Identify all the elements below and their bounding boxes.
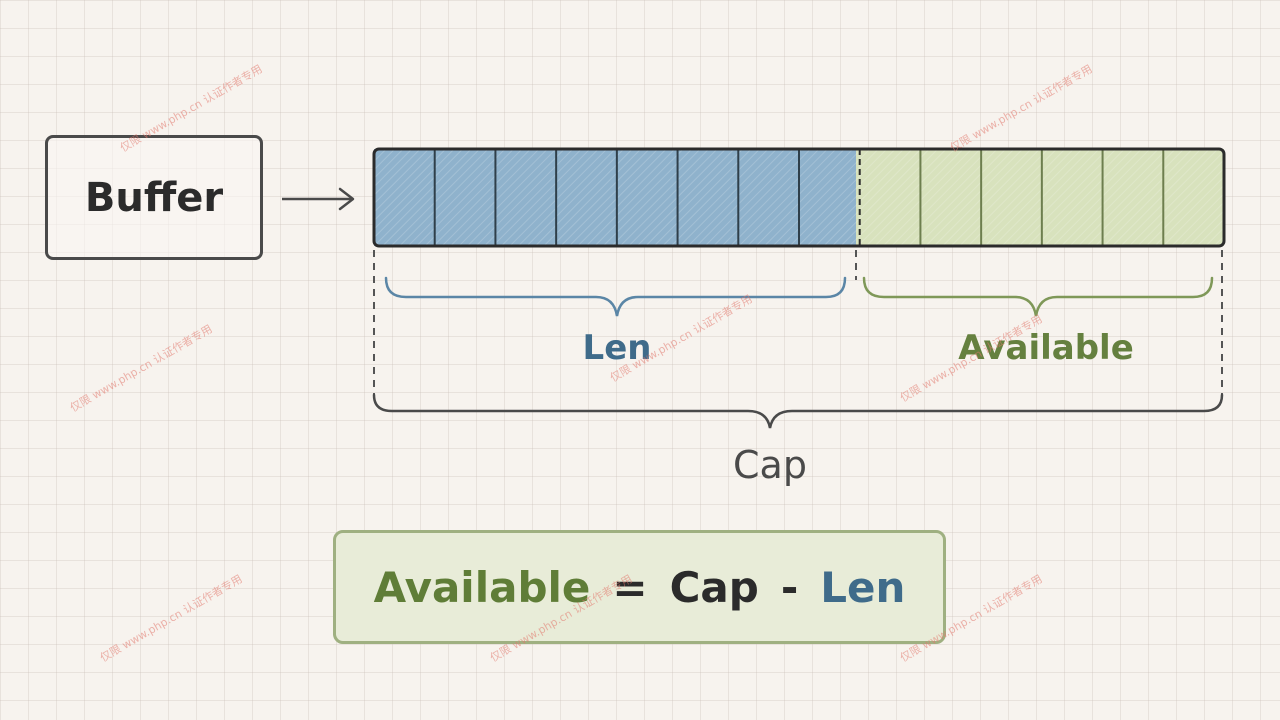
buffer-box: Buffer bbox=[45, 135, 263, 260]
cap-brace bbox=[372, 393, 1224, 429]
formula-box: Available = Cap - Len bbox=[333, 530, 946, 644]
len-brace bbox=[384, 276, 847, 317]
formula-cap: Cap bbox=[669, 562, 759, 612]
arrow-icon bbox=[282, 187, 355, 211]
array-border bbox=[372, 147, 1226, 248]
formula-len: Len bbox=[820, 562, 906, 612]
len-label: Len bbox=[582, 328, 652, 368]
buffer-label: Buffer bbox=[84, 174, 224, 221]
formula-minus: - bbox=[780, 562, 799, 612]
cell-dividers bbox=[433, 149, 1165, 246]
available-label: Available bbox=[958, 328, 1134, 368]
cap-label: Cap bbox=[733, 443, 807, 487]
formula-available: Available bbox=[373, 562, 591, 612]
formula-equals: = bbox=[612, 562, 648, 612]
dashed-guides bbox=[373, 250, 1223, 395]
available-brace bbox=[862, 276, 1214, 317]
